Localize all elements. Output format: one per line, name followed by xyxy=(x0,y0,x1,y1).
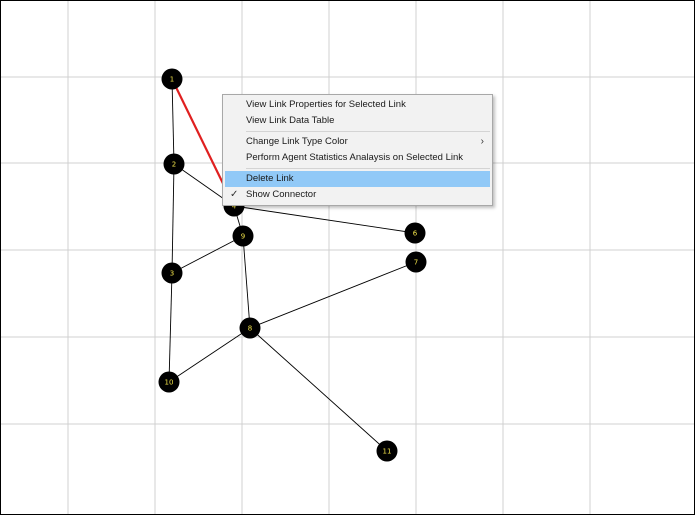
link-8-7[interactable] xyxy=(249,261,417,329)
node-label: 3 xyxy=(170,270,174,278)
node-label: 6 xyxy=(413,230,418,238)
node-label: 10 xyxy=(165,379,174,387)
node-circle[interactable] xyxy=(163,153,185,175)
node-label: 4 xyxy=(232,203,237,211)
menu-item-delete-link[interactable]: Delete Link xyxy=(225,171,490,187)
link-8-11[interactable] xyxy=(249,327,388,452)
node-circle[interactable] xyxy=(376,440,398,462)
menu-item-show-connector[interactable]: ✓ Show Connector xyxy=(223,187,492,203)
menu-item-view-link-properties[interactable]: View Link Properties for Selected Link xyxy=(223,97,492,113)
node-circle[interactable] xyxy=(232,225,254,247)
menu-item-label: View Link Data Table xyxy=(246,115,335,126)
node-label: 2 xyxy=(172,161,176,169)
node-3[interactable]: 3 xyxy=(161,262,183,284)
node-label: 8 xyxy=(248,325,252,333)
menu-separator xyxy=(246,131,490,132)
node-circle[interactable] xyxy=(161,68,183,90)
node-6[interactable]: 6 xyxy=(404,222,426,244)
menu-separator xyxy=(246,168,490,169)
node-7[interactable]: 7 xyxy=(405,251,427,273)
chevron-right-icon: › xyxy=(480,136,484,147)
menu-item-label: Change Link Type Color xyxy=(246,136,348,147)
node-circle[interactable] xyxy=(158,371,180,393)
link-3-10[interactable] xyxy=(168,272,173,383)
link-9-8[interactable] xyxy=(242,235,251,329)
node-label: 9 xyxy=(241,233,245,241)
link-8-10[interactable] xyxy=(168,327,251,383)
nodes-layer: 1 2 3 4 6 7 8 9 10 11 xyxy=(158,68,427,462)
node-9[interactable]: 9 xyxy=(232,225,254,247)
menu-item-label: Delete Link xyxy=(246,173,294,184)
menu-item-view-link-data-table[interactable]: View Link Data Table xyxy=(223,113,492,129)
context-menu: View Link Properties for Selected Link V… xyxy=(222,94,493,206)
node-10[interactable]: 10 xyxy=(158,371,180,393)
node-circle[interactable] xyxy=(239,317,261,339)
node-circle[interactable] xyxy=(161,262,183,284)
node-circle[interactable] xyxy=(405,251,427,273)
menu-item-agent-statistics-analysis[interactable]: Perform Agent Statistics Analaysis on Se… xyxy=(223,150,492,166)
node-circle[interactable] xyxy=(404,222,426,244)
menu-item-change-link-type-color[interactable]: Change Link Type Color › xyxy=(223,134,492,150)
checkmark-icon: ✓ xyxy=(230,189,239,200)
node-label: 11 xyxy=(383,448,392,456)
node-11[interactable]: 11 xyxy=(376,440,398,462)
menu-item-label: Show Connector xyxy=(246,189,317,200)
node-label: 7 xyxy=(414,259,418,267)
node-label: 1 xyxy=(170,76,174,84)
node-1[interactable]: 1 xyxy=(161,68,183,90)
node-8[interactable]: 8 xyxy=(239,317,261,339)
menu-item-label: View Link Properties for Selected Link xyxy=(246,99,406,110)
menu-item-label: Perform Agent Statistics Analaysis on Se… xyxy=(246,152,464,163)
link-3-9[interactable] xyxy=(171,235,244,274)
node-2[interactable]: 2 xyxy=(163,153,185,175)
link-4-6[interactable] xyxy=(233,205,416,234)
link-2-3[interactable] xyxy=(171,163,175,274)
link-1-2[interactable] xyxy=(171,78,175,165)
